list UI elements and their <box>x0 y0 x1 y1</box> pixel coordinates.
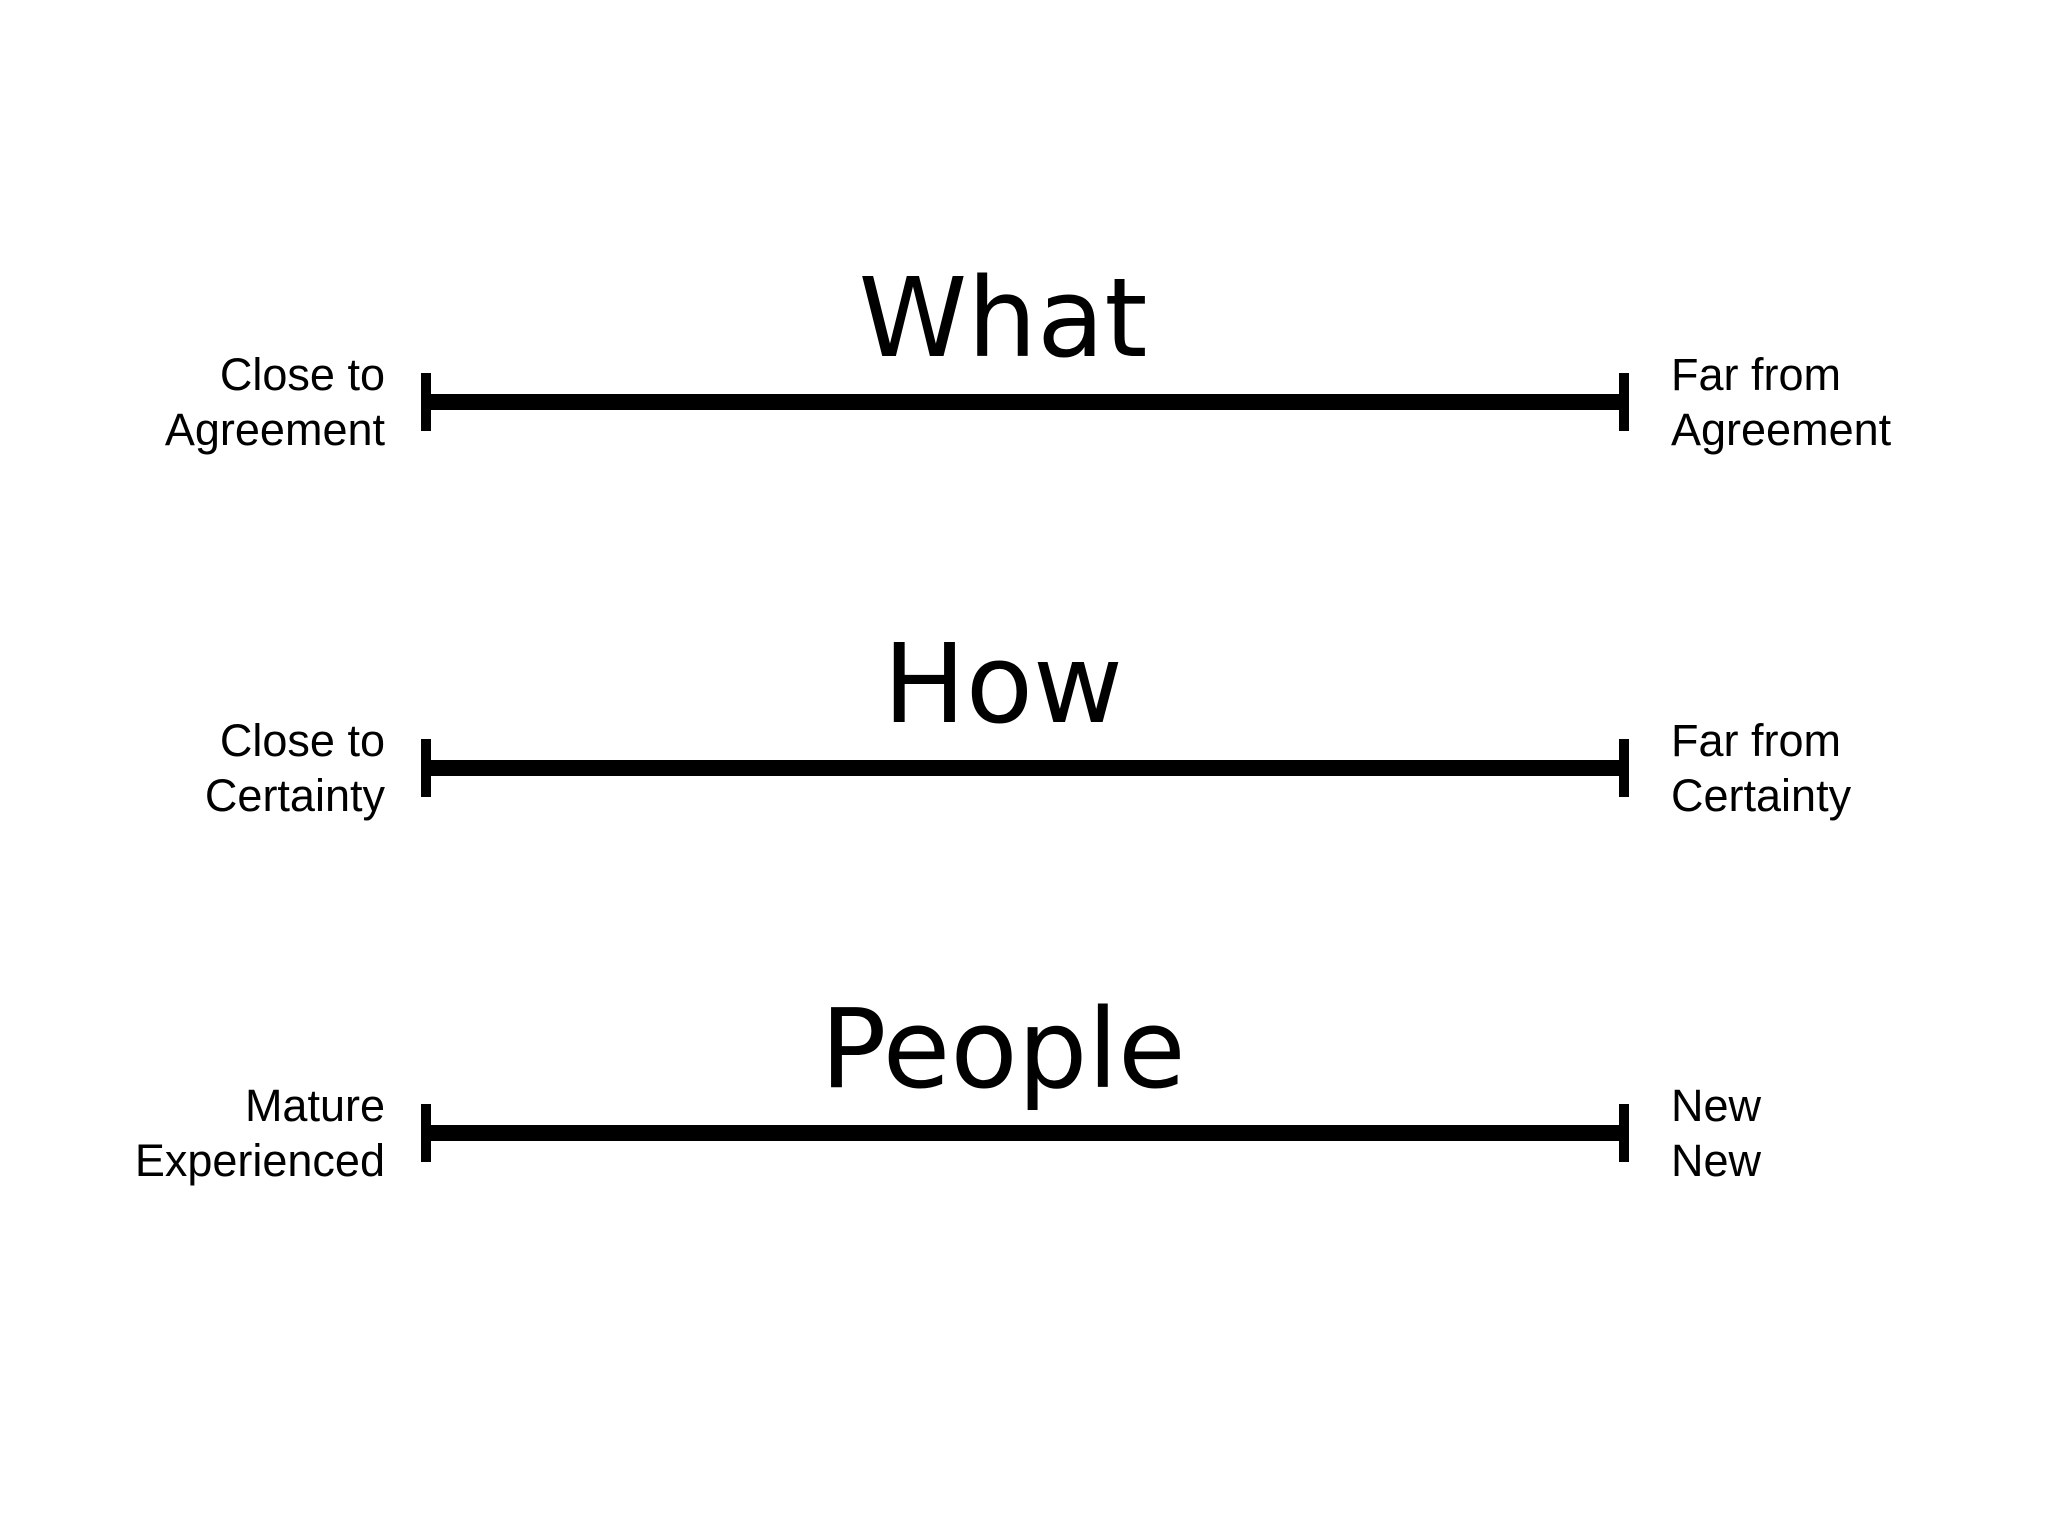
scale-people-title: People <box>820 985 1186 1113</box>
scale-people-left-label-line1: Mature <box>244 1080 385 1131</box>
scale-how: How Close to Certainty Far from Certaint… <box>0 629 2048 821</box>
scale-how-left-label-line1: Close to <box>219 715 385 766</box>
spectrum-bar <box>421 1125 1629 1141</box>
scale-what-right-label-line2: Agreement <box>1671 404 1892 455</box>
scale-how-right-label-line2: Certainty <box>1671 770 1852 821</box>
scale-people-spectrum-line <box>421 1104 1629 1162</box>
scale-people-left-label-line2: Experienced <box>134 1135 385 1186</box>
scale-people-left-label: Mature Experienced <box>0 1078 385 1188</box>
right-endpoint-tick <box>1619 373 1629 431</box>
scale-what-left-label-line1: Close to <box>219 349 385 400</box>
spectrum-bar <box>421 760 1629 776</box>
scale-how-left-label-line2: Certainty <box>204 770 385 821</box>
scale-how-left-label: Close to Certainty <box>0 713 385 823</box>
spectrum-bar <box>421 394 1629 410</box>
scale-people: People Mature Experienced New New <box>0 994 2048 1186</box>
scale-what-left-label: Close to Agreement <box>0 347 385 457</box>
scale-people-right-label-line2: New <box>1671 1135 1762 1186</box>
scale-what-right-label: Far from Agreement <box>1671 347 1891 457</box>
scale-how-spectrum-line <box>421 739 1629 797</box>
scale-what: What Close to Agreement Far from Agreeme… <box>0 263 2048 455</box>
scale-people-right-label: New New <box>1671 1078 1761 1188</box>
scale-what-right-label-line1: Far from <box>1671 349 1842 400</box>
scale-what-spectrum-line <box>421 373 1629 431</box>
right-endpoint-tick <box>1619 739 1629 797</box>
scale-what-title: What <box>858 254 1148 382</box>
scale-how-right-label-line1: Far from <box>1671 715 1842 766</box>
scale-what-left-label-line2: Agreement <box>164 404 385 455</box>
scale-people-right-label-line1: New <box>1671 1080 1762 1131</box>
scale-how-right-label: Far from Certainty <box>1671 713 1851 823</box>
right-endpoint-tick <box>1619 1104 1629 1162</box>
scale-how-title: How <box>883 620 1123 748</box>
